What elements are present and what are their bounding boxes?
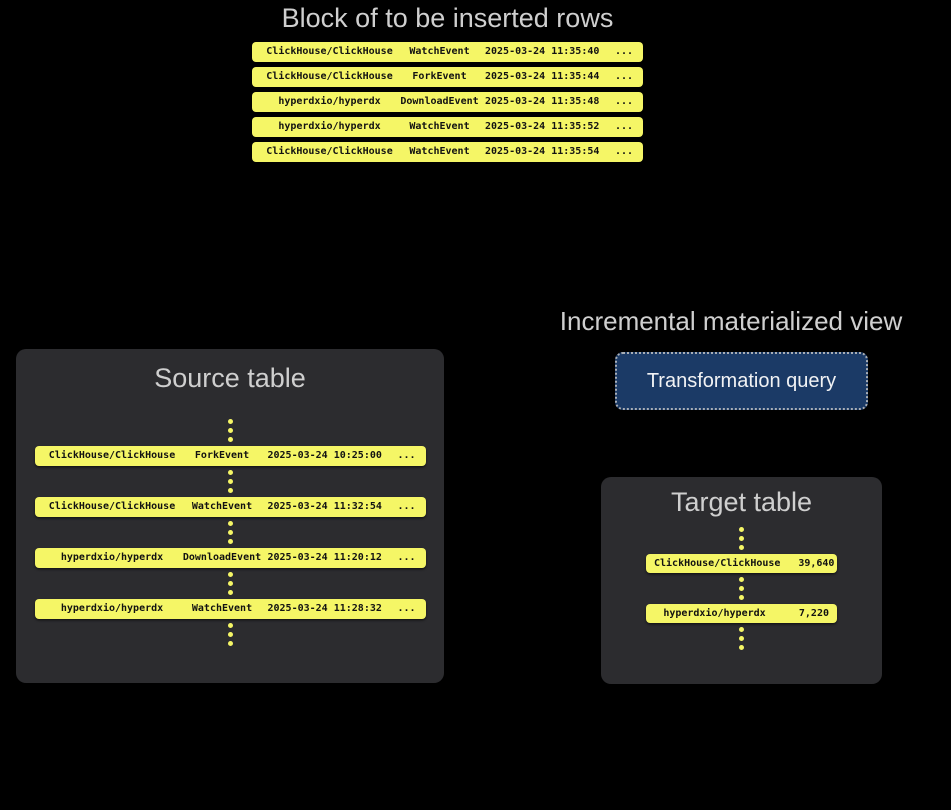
- row-timestamp: 2025-03-24 10:25:00: [267, 450, 382, 461]
- table-row: hyperdxio/hyperdx 7,220: [646, 604, 837, 623]
- insert-block: Block of to be inserted rows ClickHouse/…: [252, 2, 643, 162]
- row-ellipsis: ...: [397, 501, 416, 512]
- ellipsis-dots: [227, 572, 233, 595]
- row-ellipsis: ...: [397, 450, 416, 461]
- row-unit: hyperdxio/hyperdx WatchEvent 2025-03-24 …: [34, 572, 426, 619]
- row-event: WatchEvent: [409, 146, 470, 157]
- row-repo: ClickHouse/ClickHouse: [48, 450, 176, 461]
- table-row: ClickHouse/ClickHouse WatchEvent 2025-03…: [252, 42, 643, 62]
- row-timestamp: 2025-03-24 11:35:48: [485, 96, 600, 107]
- row-repo: hyperdxio/hyperdx: [60, 603, 164, 614]
- materialized-view-title: Incremental materialized view: [559, 306, 903, 336]
- row-timestamp: 2025-03-24 11:35:54: [485, 146, 600, 157]
- row-event: ForkEvent: [412, 71, 467, 82]
- ellipsis-dots: [739, 577, 744, 600]
- row-event: WatchEvent: [409, 121, 470, 132]
- ellipsis-dots: [227, 470, 233, 493]
- row-repo: ClickHouse/ClickHouse: [266, 46, 393, 57]
- row-timestamp: 2025-03-24 11:35:44: [485, 71, 600, 82]
- ellipsis-dots: [739, 627, 744, 650]
- row-event: WatchEvent: [191, 501, 253, 512]
- table-row: hyperdxio/hyperdx DownloadEvent 2025-03-…: [34, 548, 426, 568]
- ellipsis-dots: [227, 419, 233, 442]
- source-table-title: Source table: [154, 363, 306, 393]
- transformation-query-button: Transformation query: [615, 352, 868, 410]
- ellipsis-dots: [227, 623, 233, 646]
- row-timestamp: 2025-03-24 11:20:12: [267, 552, 382, 563]
- table-row: ClickHouse/ClickHouse 39,640: [646, 554, 837, 573]
- row-unit: hyperdxio/hyperdx DownloadEvent 2025-03-…: [34, 521, 426, 568]
- target-table-rows: ClickHouse/ClickHouse 39,640 hyperdxio/h…: [646, 527, 837, 623]
- row-event: WatchEvent: [409, 46, 470, 57]
- row-timestamp: 2025-03-24 11:28:32: [267, 603, 382, 614]
- row-unit: ClickHouse/ClickHouse ForkEvent 2025-03-…: [34, 419, 426, 466]
- ellipsis-dots: [227, 521, 233, 544]
- table-row: ClickHouse/ClickHouse ForkEvent 2025-03-…: [252, 67, 643, 87]
- row-unit: ClickHouse/ClickHouse 39,640: [646, 527, 837, 573]
- row-event: DownloadEvent: [400, 96, 479, 107]
- row-ellipsis: ...: [614, 71, 633, 82]
- row-event: DownloadEvent: [182, 552, 262, 563]
- row-timestamp: 2025-03-24 11:35:52: [485, 121, 600, 132]
- row-repo: ClickHouse/ClickHouse: [266, 71, 393, 82]
- table-row: hyperdxio/hyperdx WatchEvent 2025-03-24 …: [34, 599, 426, 619]
- table-row: hyperdxio/hyperdx DownloadEvent 2025-03-…: [252, 92, 643, 112]
- row-event: ForkEvent: [194, 450, 250, 461]
- row-ellipsis: ...: [614, 96, 633, 107]
- row-unit: hyperdxio/hyperdx 7,220: [646, 577, 837, 623]
- target-table-panel: Target table ClickHouse/ClickHouse 39,64…: [601, 477, 882, 684]
- row-repo: ClickHouse/ClickHouse: [48, 501, 176, 512]
- row-ellipsis: ...: [614, 121, 633, 132]
- target-table-title: Target table: [670, 487, 813, 517]
- table-row: hyperdxio/hyperdx WatchEvent 2025-03-24 …: [252, 117, 643, 137]
- table-row: ClickHouse/ClickHouse WatchEvent 2025-03…: [34, 497, 426, 517]
- source-table-panel: Source table ClickHouse/ClickHouse ForkE…: [16, 349, 444, 683]
- ellipsis-dots: [739, 527, 744, 550]
- row-repo: hyperdxio/hyperdx: [60, 552, 164, 563]
- row-ellipsis: ...: [397, 603, 416, 614]
- row-ellipsis: ...: [614, 146, 633, 157]
- row-repo: hyperdxio/hyperdx: [278, 96, 381, 107]
- row-repo: hyperdxio/hyperdx: [278, 121, 381, 132]
- row-repo: ClickHouse/ClickHouse: [266, 146, 393, 157]
- row-count: 39,640: [798, 557, 835, 569]
- row-event: WatchEvent: [191, 603, 253, 614]
- insert-block-title: Block of to be inserted rows: [281, 3, 614, 33]
- insert-block-rows: ClickHouse/ClickHouse WatchEvent 2025-03…: [252, 42, 643, 162]
- table-row: ClickHouse/ClickHouse WatchEvent 2025-03…: [252, 142, 643, 162]
- row-unit: ClickHouse/ClickHouse WatchEvent 2025-03…: [34, 470, 426, 517]
- source-table-rows: ClickHouse/ClickHouse ForkEvent 2025-03-…: [34, 419, 426, 619]
- row-timestamp: 2025-03-24 11:32:54: [267, 501, 382, 512]
- row-count: 7,220: [798, 607, 829, 619]
- row-ellipsis: ...: [614, 46, 633, 57]
- table-row: ClickHouse/ClickHouse ForkEvent 2025-03-…: [34, 446, 426, 466]
- row-ellipsis: ...: [397, 552, 416, 563]
- row-repo: ClickHouse/ClickHouse: [654, 557, 781, 569]
- row-repo: hyperdxio/hyperdx: [663, 607, 766, 619]
- row-timestamp: 2025-03-24 11:35:40: [485, 46, 600, 57]
